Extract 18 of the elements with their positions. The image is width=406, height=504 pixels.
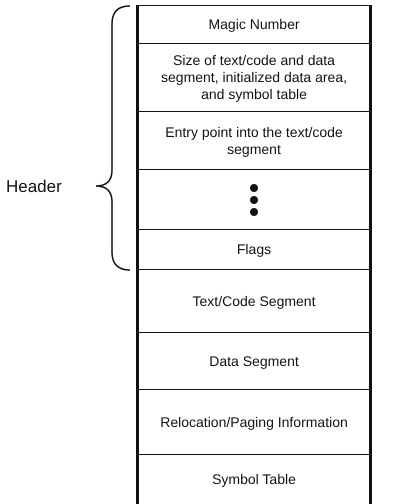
section-label: Size of text/code and data segment, initialized data area, and symbol table bbox=[160, 52, 348, 103]
group-label: Header bbox=[6, 177, 62, 197]
memory-section bbox=[136, 230, 372, 270]
section-label: Flags bbox=[236, 241, 272, 258]
section-label: Data Segment bbox=[208, 352, 300, 370]
memory-section bbox=[136, 390, 372, 455]
memory-section bbox=[136, 112, 372, 170]
section-label: Symbol Table bbox=[211, 471, 297, 488]
memory-section bbox=[136, 5, 372, 44]
memory-section bbox=[136, 455, 372, 504]
memory-section bbox=[136, 44, 372, 112]
section-label: Entry point into the text/code segment bbox=[164, 124, 344, 158]
section-label: Text/Code Segment bbox=[192, 292, 316, 310]
memory-section bbox=[136, 170, 372, 230]
memory-section bbox=[136, 333, 372, 390]
section-label: Magic Number bbox=[207, 16, 301, 33]
memory-section bbox=[136, 270, 372, 333]
section-label: Relocation/Paging Information bbox=[159, 414, 349, 430]
